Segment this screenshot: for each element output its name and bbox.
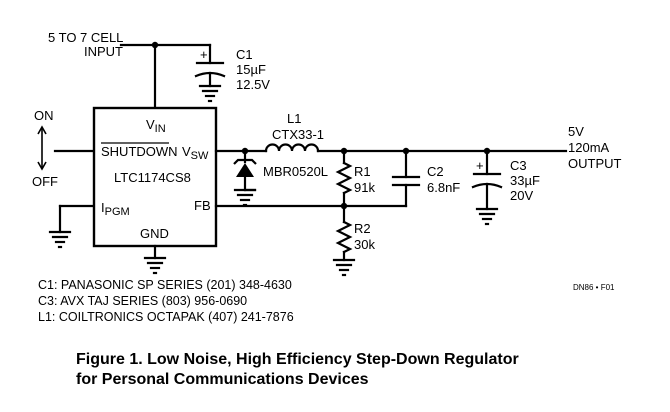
c1-polarity: + [200, 47, 208, 62]
resistor-r1 [335, 149, 353, 208]
ic-part-number: LTC1174CS8 [114, 170, 191, 185]
c2-ref: C2 [427, 164, 444, 179]
output-current: 120mA [568, 140, 610, 155]
ground-symbol-c3 [475, 207, 499, 226]
ic-pin-fb: FB [194, 198, 211, 213]
ic-pin-ipgm: IPGM [101, 200, 130, 218]
r1-value: 91k [354, 180, 375, 195]
ground-symbol-c1 [198, 84, 222, 103]
c3-ref: C3 [510, 158, 527, 173]
ground-symbol-diode [233, 188, 257, 207]
input-rail [119, 41, 212, 110]
r2-ref: R2 [354, 221, 371, 236]
ipgm-ground-wire [58, 204, 96, 234]
ground-symbol-ipgm [48, 230, 72, 249]
shutdown-toggle-arrow [37, 125, 47, 171]
c1-ref: C1 [236, 47, 253, 62]
ground-symbol-ic [143, 256, 167, 275]
r2-value: 30k [354, 237, 375, 252]
r1-ref: R1 [354, 164, 371, 179]
figure-caption-line2: for Personal Communications Devices [76, 371, 369, 388]
output-voltage: 5V [568, 124, 584, 139]
diode-part: MBR0520L [263, 164, 328, 179]
capacitor-c1 [194, 61, 226, 88]
ic-pin-shutdown: SHUTDOWN [101, 144, 178, 159]
input-label-line2: INPUT [84, 44, 123, 59]
c1-value: 15µF [236, 62, 266, 77]
ic-pin-vsw: VSW [182, 144, 209, 162]
figure-caption-line1: Figure 1. Low Noise, High Efficiency Ste… [76, 351, 519, 368]
ground-symbol-r2 [332, 258, 356, 277]
c3-value: 33µF [510, 173, 540, 188]
ic-pin-gnd: GND [140, 226, 169, 241]
ic-pin-vin: VIN [146, 117, 166, 135]
c3-polarity: + [476, 158, 484, 173]
on-label: ON [34, 108, 54, 123]
output-label: OUTPUT [568, 156, 622, 171]
l1-part: CTX33-1 [272, 127, 324, 142]
off-label: OFF [32, 174, 58, 189]
inductor-l1 [264, 143, 320, 153]
note-c1: C1: PANASONIC SP SERIES (201) 348-4630 [38, 278, 292, 292]
note-c3: C3: AVX TAJ SERIES (803) 956-0690 [38, 294, 247, 308]
l1-ref: L1 [287, 111, 301, 126]
output-rail [316, 147, 568, 155]
capacitor-c3 [471, 149, 503, 211]
c2-value: 6.8nF [427, 180, 460, 195]
figure-code: DN86 • F01 [573, 283, 615, 292]
resistor-r2 [335, 204, 353, 262]
c1-voltage: 12.5V [236, 77, 270, 92]
feedback-wire [214, 202, 408, 210]
note-l1: L1: COILTRONICS OCTAPAK (407) 241-7876 [38, 310, 294, 324]
switch-node-wire [214, 147, 268, 155]
diode-mbr0520l [233, 149, 257, 192]
capacitor-c2 [391, 149, 421, 208]
c3-voltage: 20V [510, 188, 533, 203]
input-label-line1: 5 TO 7 CELL [48, 30, 123, 45]
diode-cathode-bar [233, 158, 257, 165]
